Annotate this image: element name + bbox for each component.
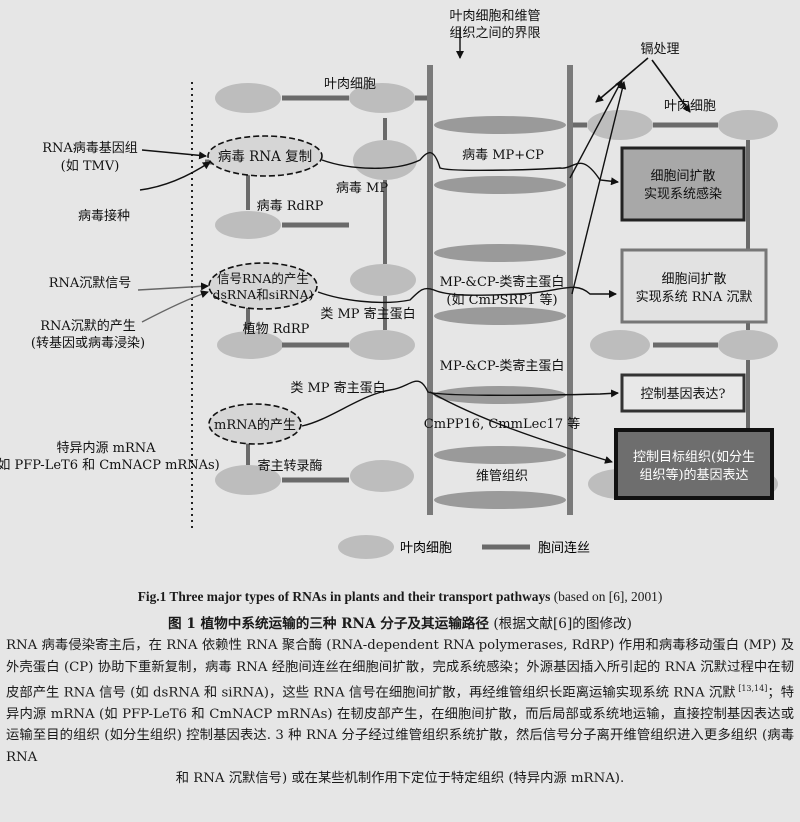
body-part-1: RNA 病毒侵染寄主后，在 RNA 依赖性 RNA 聚合酶 (RNA-depen…: [6, 638, 794, 701]
signal-rna-text-1: 信号RNA的产生: [217, 271, 309, 286]
cadmium-label: 镉处理: [640, 41, 679, 57]
host-transcriptase-label: 寄主转录酶: [257, 458, 322, 474]
boundary-label-2: 组织之间的界限: [449, 25, 540, 41]
signal-rna-oval: [208, 262, 318, 310]
virus-mp-label: 病毒 MP: [336, 181, 388, 196]
caption-chinese: 图 1 植物中系统运输的三种 RNA 分子及其运输路径 (根据文献[6]的图修改…: [0, 612, 800, 632]
virus-mp-cp-label: 病毒 MP+CP: [462, 148, 544, 163]
cmpsrp-label: (如 CmPSRP1 等): [446, 292, 557, 308]
mesophyll-label-right: 叶肉细胞: [664, 99, 716, 114]
box4-line1: 控制目标组织(如分生: [633, 449, 755, 465]
silencing-generation-label: RNA沉默的产生: [40, 318, 136, 334]
box1-line1: 细胞间扩散: [650, 169, 715, 184]
signal-rna-text-2: dsRNA和siRNA): [213, 287, 314, 302]
box-systemic-silencing: [620, 248, 768, 324]
body-part-3: 和 RNA 沉默信号) 或在某些机制作用下定位于特定组织 (特异内源 mRNA)…: [175, 771, 625, 787]
box-control-expression: [620, 373, 746, 413]
body-part-2: ；特异内源 mRNA (如 PFP-LeT6 和 CmNACP mRNAs) 在…: [6, 685, 795, 765]
caption-english-title: Fig.1 Three major types of RNAs in plant…: [137, 589, 551, 604]
virus-inoculation-label: 病毒接种: [78, 208, 130, 224]
rna-genome-example: (如 TMV): [61, 158, 120, 174]
virus-rdrp-label: 病毒 RdRP: [257, 199, 324, 214]
mp-cp-host-2: MP-&CP-类寄主蛋白: [440, 358, 565, 374]
box1-line2: 实现系统感染: [644, 186, 722, 202]
mesophyll-label-top: 叶肉细胞: [324, 77, 376, 92]
box3-text: 控制基因表达?: [641, 387, 726, 402]
mp-like-protein-1: 类 MP 寄主蛋白: [320, 306, 415, 322]
box-systemic-infection: [620, 146, 746, 222]
virus-replication-oval: [207, 135, 323, 177]
caption-english-source: (based on [6], 2001): [550, 589, 663, 604]
box2-line1: 细胞间扩散: [661, 272, 726, 287]
boundary-label-1: 叶肉细胞和维管: [449, 9, 540, 24]
mrna-oval: [208, 403, 302, 445]
vascular-tissue-label: 维管组织: [476, 469, 528, 484]
plant-rdrp-label: 植物 RdRP: [243, 322, 310, 337]
rna-genome-label: RNA病毒基因组: [42, 141, 138, 156]
mp-cp-host-1: MP-&CP-类寄主蛋白: [440, 274, 565, 290]
mrna-text: mRNA的产生: [214, 417, 296, 433]
vascular-walls: [427, 65, 573, 515]
vascular-cells: [434, 116, 566, 509]
endogenous-mrna-label: 特异内源 mRNA: [56, 440, 156, 456]
figure: 叶肉细胞和维管 组织之间的界限 镉处理 叶肉细胞 叶肉细胞 RNA病毒基因组 (…: [0, 9, 778, 559]
caption-chinese-title: 图 1 植物中系统运输的三种 RNA 分子及其运输路径: [168, 616, 489, 632]
virus-replication-text: 病毒 RNA 复制: [218, 148, 312, 165]
silencing-signal-label: RNA沉默信号: [49, 275, 132, 291]
transport-diagram: 叶肉细胞和维管 组织之间的界限 镉处理 叶肉细胞 叶肉细胞 RNA病毒基因组 (…: [0, 9, 778, 559]
box2-line2: 实现系统 RNA 沉默: [636, 289, 753, 305]
cmpp-label: CmPP16, CmmLec17 等: [424, 416, 580, 432]
legend-pd-label: 胞间连丝: [538, 540, 590, 556]
caption-chinese-source: (根据文献[6]的图修改): [489, 616, 632, 632]
legend-cell-swatch: [338, 535, 394, 559]
body-text: RNA 病毒侵染寄主后，在 RNA 依赖性 RNA 聚合酶 (RNA-depen…: [6, 635, 794, 790]
silencing-generation-source: (转基因或病毒浸染): [31, 336, 145, 351]
box4-line2: 组织等)的基因表达: [639, 467, 748, 483]
mp-like-protein-2: 类 MP 寄主蛋白: [290, 380, 385, 396]
caption-english: Fig.1 Three major types of RNAs in plant…: [0, 589, 800, 605]
legend-cell-label: 叶肉细胞: [400, 541, 452, 556]
endogenous-mrna-examples: (如 PFP-LeT6 和 CmNACP mRNAs): [0, 457, 220, 473]
body-reference: [13,14]: [735, 684, 768, 693]
box-target-tissue: [614, 428, 774, 500]
